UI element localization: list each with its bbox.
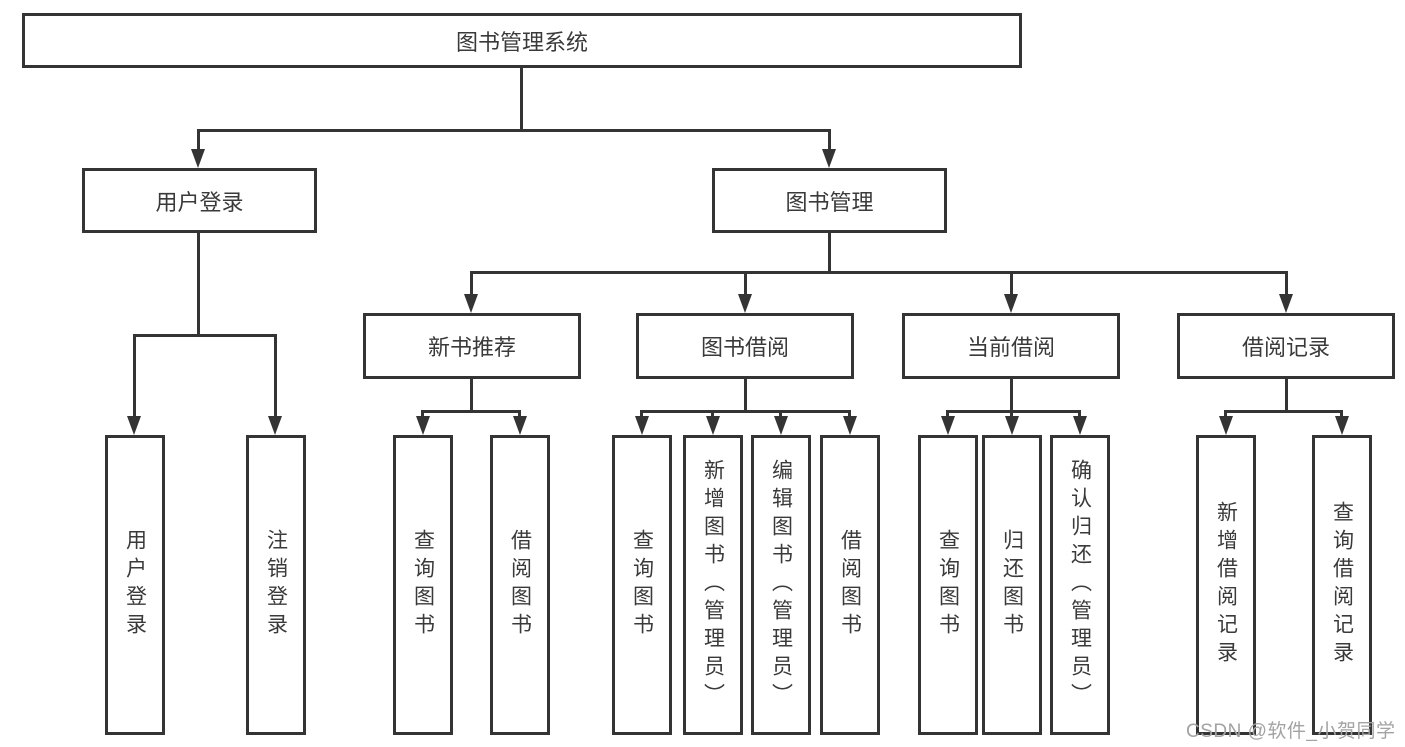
arrow-down-icon — [1279, 294, 1293, 313]
arrow-down-icon — [416, 416, 430, 435]
connector-line — [640, 410, 851, 413]
leaf-logout-label: 注销登录 — [264, 529, 288, 641]
arrow-down-icon — [1005, 416, 1019, 435]
arrow-down-icon — [127, 416, 141, 435]
connector-line — [133, 334, 136, 422]
node-root: 图书管理系统 — [22, 13, 1022, 68]
connector-line — [197, 129, 200, 155]
leaf-confirm-return-admin-label: 确认归还（管理员） — [1068, 459, 1092, 711]
connector-line — [1010, 379, 1013, 413]
leaf-return-book: 归还图书 — [982, 435, 1042, 735]
leaf-query-books-recommend: 查询图书 — [393, 435, 453, 735]
leaf-edit-book-admin: 编辑图书（管理员） — [751, 435, 811, 735]
connector-line — [744, 379, 747, 413]
leaf-add-borrow-record-label: 新增借阅记录 — [1214, 501, 1238, 669]
node-book-borrow: 图书借阅 — [636, 313, 854, 379]
arrow-down-icon — [1335, 416, 1349, 435]
arrow-down-icon — [635, 416, 649, 435]
leaf-confirm-return-admin: 确认归还（管理员） — [1050, 435, 1110, 735]
connector-line — [1010, 271, 1013, 299]
leaf-query-borrow-record-label: 查询借阅记录 — [1330, 501, 1354, 669]
leaf-user-login: 用户登录 — [105, 435, 165, 735]
connector-line — [470, 379, 473, 413]
leaf-edit-book-admin-label: 编辑图书（管理员） — [769, 459, 793, 711]
connector-line — [274, 334, 277, 422]
arrow-down-icon — [1219, 416, 1233, 435]
node-borrow-records: 借阅记录 — [1177, 313, 1395, 379]
connector-line — [744, 271, 747, 299]
watermark: CSDN @软件_小贺同学 — [1186, 721, 1396, 742]
node-user-login: 用户登录 — [82, 168, 317, 233]
connector-line — [133, 334, 277, 337]
leaf-query-books: 查询图书 — [612, 435, 672, 735]
node-book-management-label: 图书管理 — [785, 189, 874, 215]
connector-line — [421, 410, 521, 413]
arrow-down-icon — [774, 416, 788, 435]
leaf-borrow-book-recommend-label: 借阅图书 — [508, 529, 532, 641]
node-current-borrow: 当前借阅 — [902, 313, 1120, 379]
connector-line — [1285, 379, 1288, 413]
connector-line — [197, 129, 831, 132]
arrow-down-icon — [464, 294, 478, 313]
leaf-return-book-label: 归还图书 — [1000, 529, 1024, 641]
arrow-down-icon — [843, 416, 857, 435]
leaf-borrow-book-label: 借阅图书 — [838, 529, 862, 641]
arrow-down-icon — [1073, 416, 1087, 435]
leaf-query-books-label: 查询图书 — [630, 529, 654, 641]
connector-line — [1285, 271, 1288, 299]
arrow-down-icon — [706, 416, 720, 435]
connector-line — [470, 271, 1288, 274]
node-book-management: 图书管理 — [712, 168, 947, 233]
connector-line — [1224, 410, 1343, 413]
arrow-down-icon — [268, 416, 282, 435]
leaf-logout: 注销登录 — [246, 435, 306, 735]
arrow-down-icon — [513, 416, 527, 435]
connector-line — [197, 233, 200, 337]
leaf-query-books-recommend-label: 查询图书 — [411, 529, 435, 641]
node-book-borrow-label: 图书借阅 — [700, 335, 789, 360]
node-root-label: 图书管理系统 — [455, 29, 588, 55]
connector-line — [470, 271, 473, 299]
leaf-query-books-current: 查询图书 — [918, 435, 978, 735]
connector-line — [946, 410, 1081, 413]
arrow-down-icon — [822, 149, 836, 168]
arrow-down-icon — [738, 294, 752, 313]
leaf-add-borrow-record: 新增借阅记录 — [1196, 435, 1256, 735]
node-current-borrow-label: 当前借阅 — [966, 335, 1055, 360]
leaf-user-login-label: 用户登录 — [123, 529, 147, 641]
connector-line — [828, 233, 831, 274]
node-new-book-recommend: 新书推荐 — [363, 313, 581, 379]
arrow-down-icon — [191, 149, 205, 168]
leaf-add-book-admin-label: 新增图书（管理员） — [701, 459, 725, 711]
connector-line — [828, 129, 831, 155]
leaf-borrow-book: 借阅图书 — [820, 435, 880, 735]
leaf-query-borrow-record: 查询借阅记录 — [1312, 435, 1372, 735]
node-borrow-records-label: 借阅记录 — [1241, 335, 1330, 360]
leaf-query-books-current-label: 查询图书 — [936, 529, 960, 641]
arrow-down-icon — [941, 416, 955, 435]
leaf-add-book-admin: 新增图书（管理员） — [683, 435, 743, 735]
node-user-login-label: 用户登录 — [155, 189, 244, 215]
arrow-down-icon — [1004, 294, 1018, 313]
node-new-book-recommend-label: 新书推荐 — [427, 335, 516, 360]
leaf-borrow-book-recommend: 借阅图书 — [490, 435, 550, 735]
connector-line — [520, 68, 523, 132]
